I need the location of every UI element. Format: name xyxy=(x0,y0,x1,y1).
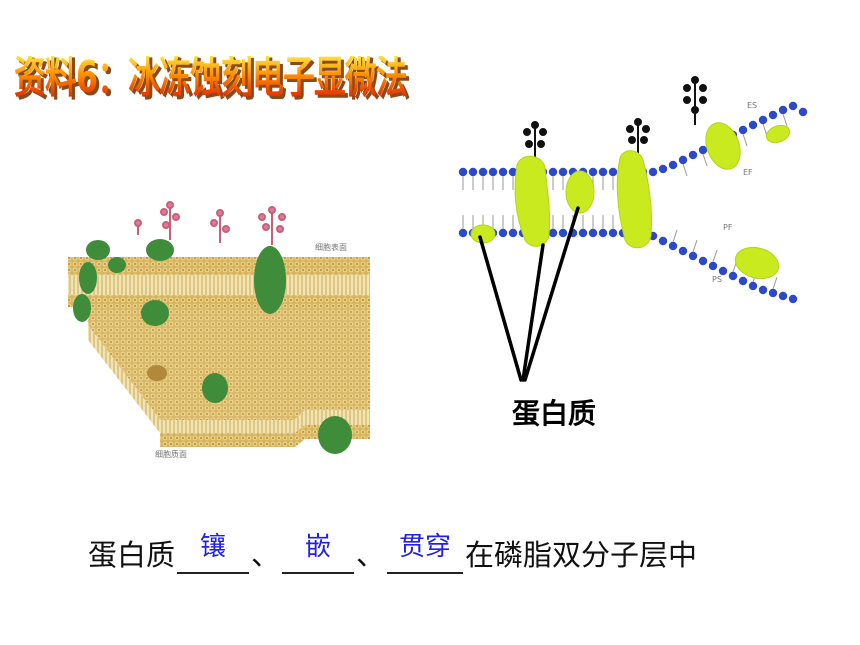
page-title: 资料6：冰冻蚀刻电子显微法 xyxy=(14,52,408,103)
ef-label: EF xyxy=(743,168,753,177)
freeze-fracture-diagram: ES EF PF PS xyxy=(458,76,808,382)
cell-surface-label: 细胞表面 xyxy=(315,242,347,252)
separator-1: 、 xyxy=(251,538,281,572)
pf-label: PF xyxy=(723,223,733,232)
cytoplasm-side-label: 细胞质面 xyxy=(155,449,187,459)
sentence-prefix: 蛋白质 xyxy=(88,538,176,572)
sentence-suffix: 在磷脂双分子层中 xyxy=(465,538,698,572)
blank-3[interactable]: 贯穿 xyxy=(387,532,464,574)
protein-label: 蛋白质 xyxy=(512,397,597,430)
ps-label: PS xyxy=(712,275,722,284)
answer-1: 镶 xyxy=(200,532,227,562)
es-label: ES xyxy=(747,101,757,110)
page-title-shadow: 资料6：冰冻蚀刻电子显微法 xyxy=(17,59,411,103)
blank-1[interactable]: 镶 xyxy=(177,532,250,574)
answer-2: 嵌 xyxy=(305,532,332,562)
fill-in-sentence: 蛋白质 镶 、 嵌 、 贯穿 在磷脂双分子层中 xyxy=(88,532,698,574)
membrane-3d-illustration: 细胞表面 细胞质面 xyxy=(68,201,370,459)
answer-3: 贯穿 xyxy=(399,532,452,562)
separator-2: 、 xyxy=(356,538,386,572)
blank-2[interactable]: 嵌 xyxy=(282,532,355,574)
